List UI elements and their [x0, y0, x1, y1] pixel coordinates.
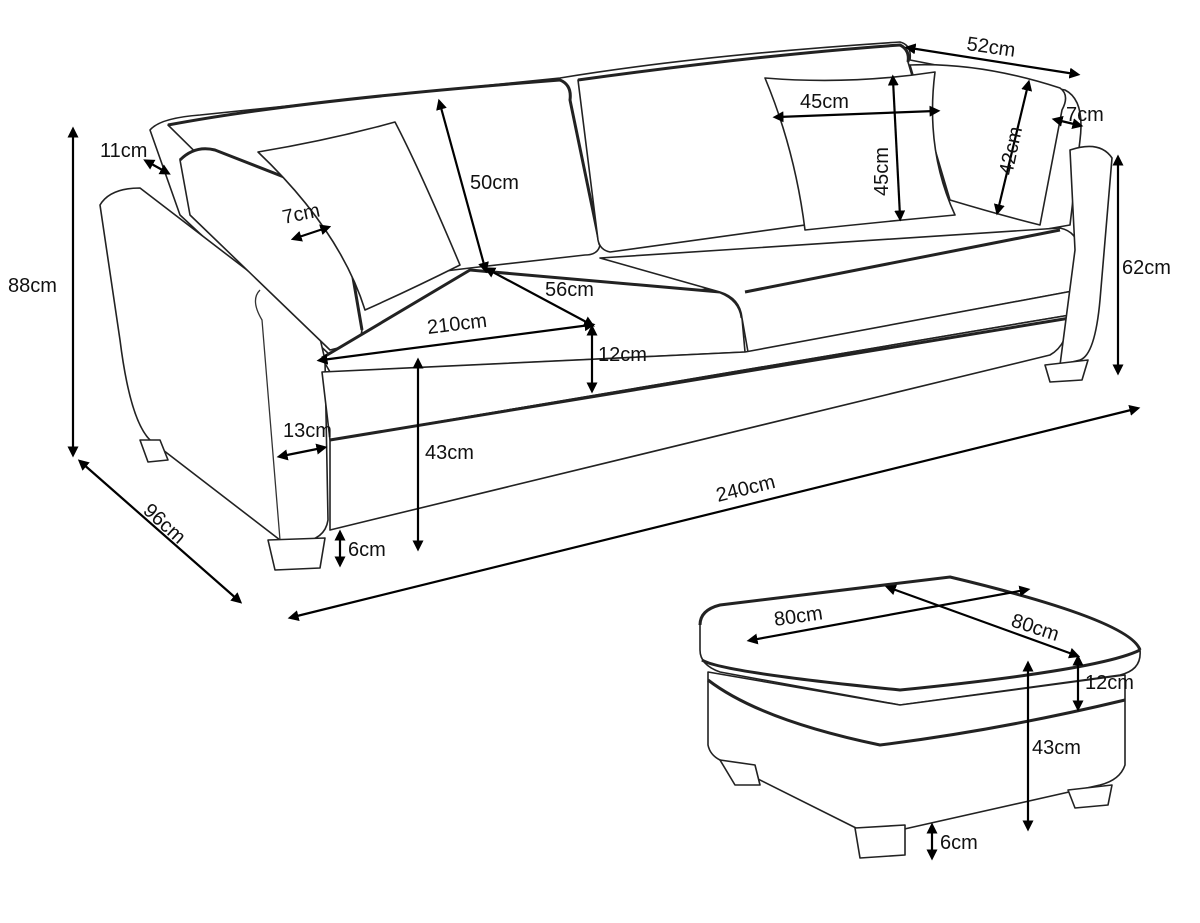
pillow-height-label: 45cm	[871, 147, 893, 196]
leg	[267, 537, 326, 571]
arm-width-label: 13cm	[283, 420, 332, 442]
seat-depth-label: 56cm	[545, 279, 594, 301]
ottoman-cushion-thickness-label: 12cm	[1085, 672, 1134, 694]
right-side-pillow-thickness-label: 7cm	[1066, 104, 1104, 126]
total-depth-label: 96cm	[139, 499, 190, 548]
ottoman-height-label: 43cm	[1032, 737, 1081, 759]
back-thickness-label: 11cm	[100, 140, 147, 162]
dimension-arrows	[67, 43, 1141, 861]
sofa-labels: 88cm 11cm 7cm 50cm 56cm 210cm 12cm 13cm …	[8, 33, 1171, 561]
seat-height-label: 43cm	[425, 442, 474, 464]
total-width-label: 240cm	[714, 471, 778, 507]
leg-height-label: 6cm	[348, 539, 386, 561]
sofa-drawing	[99, 41, 1113, 571]
ottoman-drawing	[698, 575, 1142, 859]
ottoman-leg-height-label: 6cm	[940, 832, 978, 854]
seat-cushion-thickness-label: 12cm	[598, 344, 647, 366]
arm-height-label: 62cm	[1122, 257, 1171, 279]
pillow-width-label: 45cm	[800, 91, 849, 113]
back-cushion-height-label: 50cm	[470, 172, 519, 194]
total-height-label: 88cm	[8, 275, 57, 297]
